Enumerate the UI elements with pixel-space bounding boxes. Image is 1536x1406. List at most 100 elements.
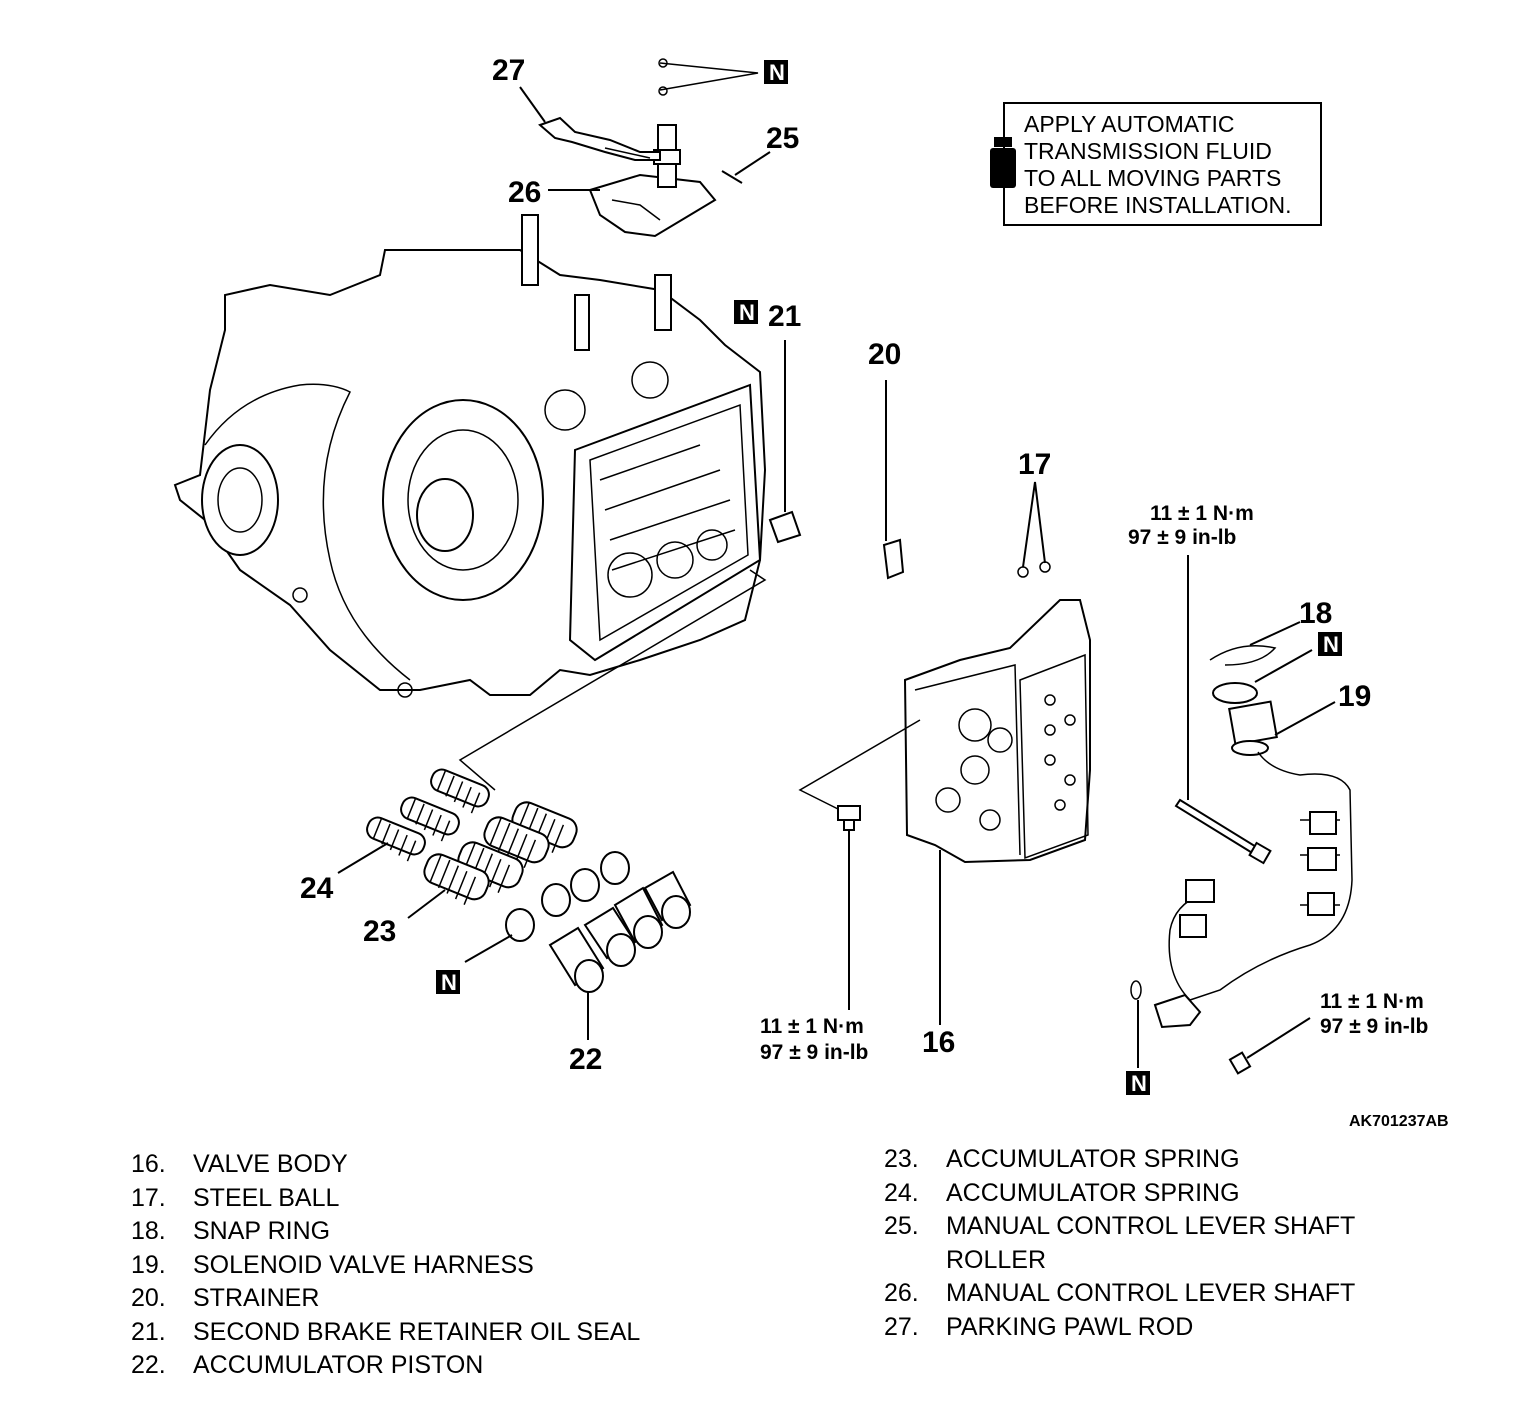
n-marker-top: N (764, 60, 788, 85)
piston-d (643, 870, 692, 929)
oil-seal-21 (768, 340, 802, 544)
legend-text: STEEL BALL (193, 1183, 340, 1212)
piston-a (548, 926, 605, 993)
harness-o-ring (1130, 980, 1142, 1068)
legend-num: 23. (884, 1145, 919, 1173)
torque-upper-right-inlb: 97 ± 9 in-lb (1128, 526, 1236, 549)
legend-text: SOLENOID VALVE HARNESS (193, 1250, 534, 1279)
svg-text:N: N (769, 60, 785, 85)
callout-21: 21 (768, 300, 801, 333)
svg-text:N: N (441, 970, 457, 995)
figure-id: AK701237AB (1349, 1113, 1449, 1130)
torque-harness-inlb: 97 ± 9 in-lb (1320, 1015, 1428, 1038)
fluid-bottle-icon (990, 137, 1016, 188)
callout-22: 22 (569, 1043, 602, 1076)
callout-27: 27 (492, 54, 525, 87)
legend-item: 24.ACCUMULATOR SPRING (884, 1177, 1355, 1211)
legend-item: 21.SECOND BRAKE RETAINER OIL SEAL (131, 1316, 640, 1350)
legend-item: 27.PARKING PAWL ROD (884, 1311, 1355, 1345)
legend-num: 25. (884, 1212, 919, 1240)
torque-valve-body-nm: 11 ± 1 N·m (760, 1015, 864, 1038)
legend-item: 25.MANUAL CONTROL LEVER SHAFT (884, 1210, 1355, 1244)
leader-27 (519, 86, 546, 123)
callout-25: 25 (766, 122, 799, 155)
callout-23: 23 (363, 915, 396, 948)
note-line-4: BEFORE INSTALLATION. (1024, 192, 1292, 218)
fluid-note-box: APPLY AUTOMATIC TRANSMISSION FLUID TO AL… (990, 102, 1322, 226)
piston-seals (505, 851, 630, 942)
legend-right: 23. ACCUMULATOR SPRING 24.ACCUMULATOR SPR… (884, 1143, 1355, 1344)
svg-text:N: N (1131, 1071, 1147, 1096)
piston-c (613, 886, 664, 949)
transaxle-case (173, 214, 767, 698)
legend-num (884, 1244, 946, 1278)
torque-harness-nm: 11 ± 1 N·m (1320, 990, 1424, 1013)
legend-num: 19. (131, 1250, 166, 1279)
torque-valve-body-inlb: 97 ± 9 in-lb (760, 1041, 868, 1064)
svg-text:N: N (739, 300, 755, 325)
leader-valve-bolt (798, 719, 921, 811)
spring-24c (366, 816, 426, 862)
torque-upper-right-nm: 11 ± 1 N·m (1150, 502, 1254, 525)
spring-23d (423, 853, 490, 905)
legend-text: MANUAL CONTROL LEVER SHAFT (946, 1279, 1356, 1307)
exploded-view-diagram: APPLY AUTOMATIC TRANSMISSION FLUID TO AL… (173, 54, 1449, 1130)
harness-bolt (1228, 1017, 1311, 1075)
legend-num: 17. (131, 1183, 166, 1212)
note-line-3: TO ALL MOVING PARTS (1024, 165, 1281, 191)
callout-18: 18 (1299, 597, 1332, 630)
note-line-1: APPLY AUTOMATIC (1024, 111, 1234, 137)
legend-item: 22. ACCUMULATOR PISTON (131, 1349, 640, 1383)
leader-23 (407, 889, 446, 919)
steel-balls-17 (1017, 481, 1051, 578)
note-line-2: TRANSMISSION FLUID (1024, 138, 1272, 164)
leader-n-seal (464, 934, 513, 963)
legend-text: STRAINER (193, 1284, 320, 1312)
bolt-upper-right (1174, 555, 1272, 865)
legend-num: 21. (131, 1317, 166, 1346)
legend-num: 26. (884, 1279, 919, 1307)
legend-text: ACCUMULATOR SPRING (946, 1145, 1240, 1173)
callout-26: 26 (508, 176, 541, 209)
legend-left: 16. VALVE BODY 17. STEEL BALL 18.SNAP RING… (131, 1148, 640, 1383)
legend-num: 22. (131, 1351, 166, 1379)
callout-19: 19 (1338, 680, 1371, 713)
solenoid-valve-harness-19 (1153, 700, 1353, 1029)
snap-ring-18 (1209, 621, 1301, 666)
accumulator-springs (366, 768, 578, 905)
spring-23b (483, 816, 550, 868)
legend-item: 16. VALVE BODY (131, 1148, 640, 1182)
legend-item: 26. MANUAL CONTROL LEVER SHAFT (884, 1277, 1355, 1311)
spring-24b (400, 796, 460, 842)
leader-spring-group (458, 569, 767, 791)
callout-17: 17 (1018, 448, 1051, 481)
n-marker-18: N (1318, 632, 1342, 657)
valve-body-bolt (837, 805, 861, 1010)
legend-text: ROLLER (946, 1245, 1047, 1274)
legend-item: ROLLER (884, 1244, 1355, 1278)
legend-num: 16. (131, 1150, 166, 1178)
callout-24: 24 (300, 872, 334, 905)
legend-num: 18. (131, 1217, 166, 1245)
n-marker-21: N (734, 300, 758, 325)
legend-text: ACCUMULATOR PISTON (193, 1351, 484, 1379)
legend-text: VALVE BODY (193, 1150, 348, 1178)
accumulator-pistons-22 (548, 870, 692, 993)
callout-16: 16 (922, 1026, 955, 1059)
legend-num: 20. (131, 1284, 166, 1312)
leader-24 (337, 842, 389, 874)
legend-item: 17. STEEL BALL (131, 1182, 640, 1216)
manual-lever-assembly (538, 58, 759, 238)
legend-text: PARKING PAWL ROD (946, 1312, 1194, 1341)
svg-text:N: N (1323, 632, 1339, 657)
n-marker-harness: N (1126, 1071, 1150, 1096)
legend-num: 24. (884, 1178, 919, 1207)
legend-item: 20. STRAINER (131, 1282, 640, 1316)
legend-item: 18.SNAP RING (131, 1215, 640, 1249)
strainer-20 (882, 380, 905, 580)
legend-item: 23. ACCUMULATOR SPRING (884, 1143, 1355, 1177)
spring-24a (430, 768, 490, 814)
piston-b (583, 906, 637, 967)
callout-20: 20 (868, 338, 901, 371)
n-marker-seal: N (436, 970, 460, 995)
